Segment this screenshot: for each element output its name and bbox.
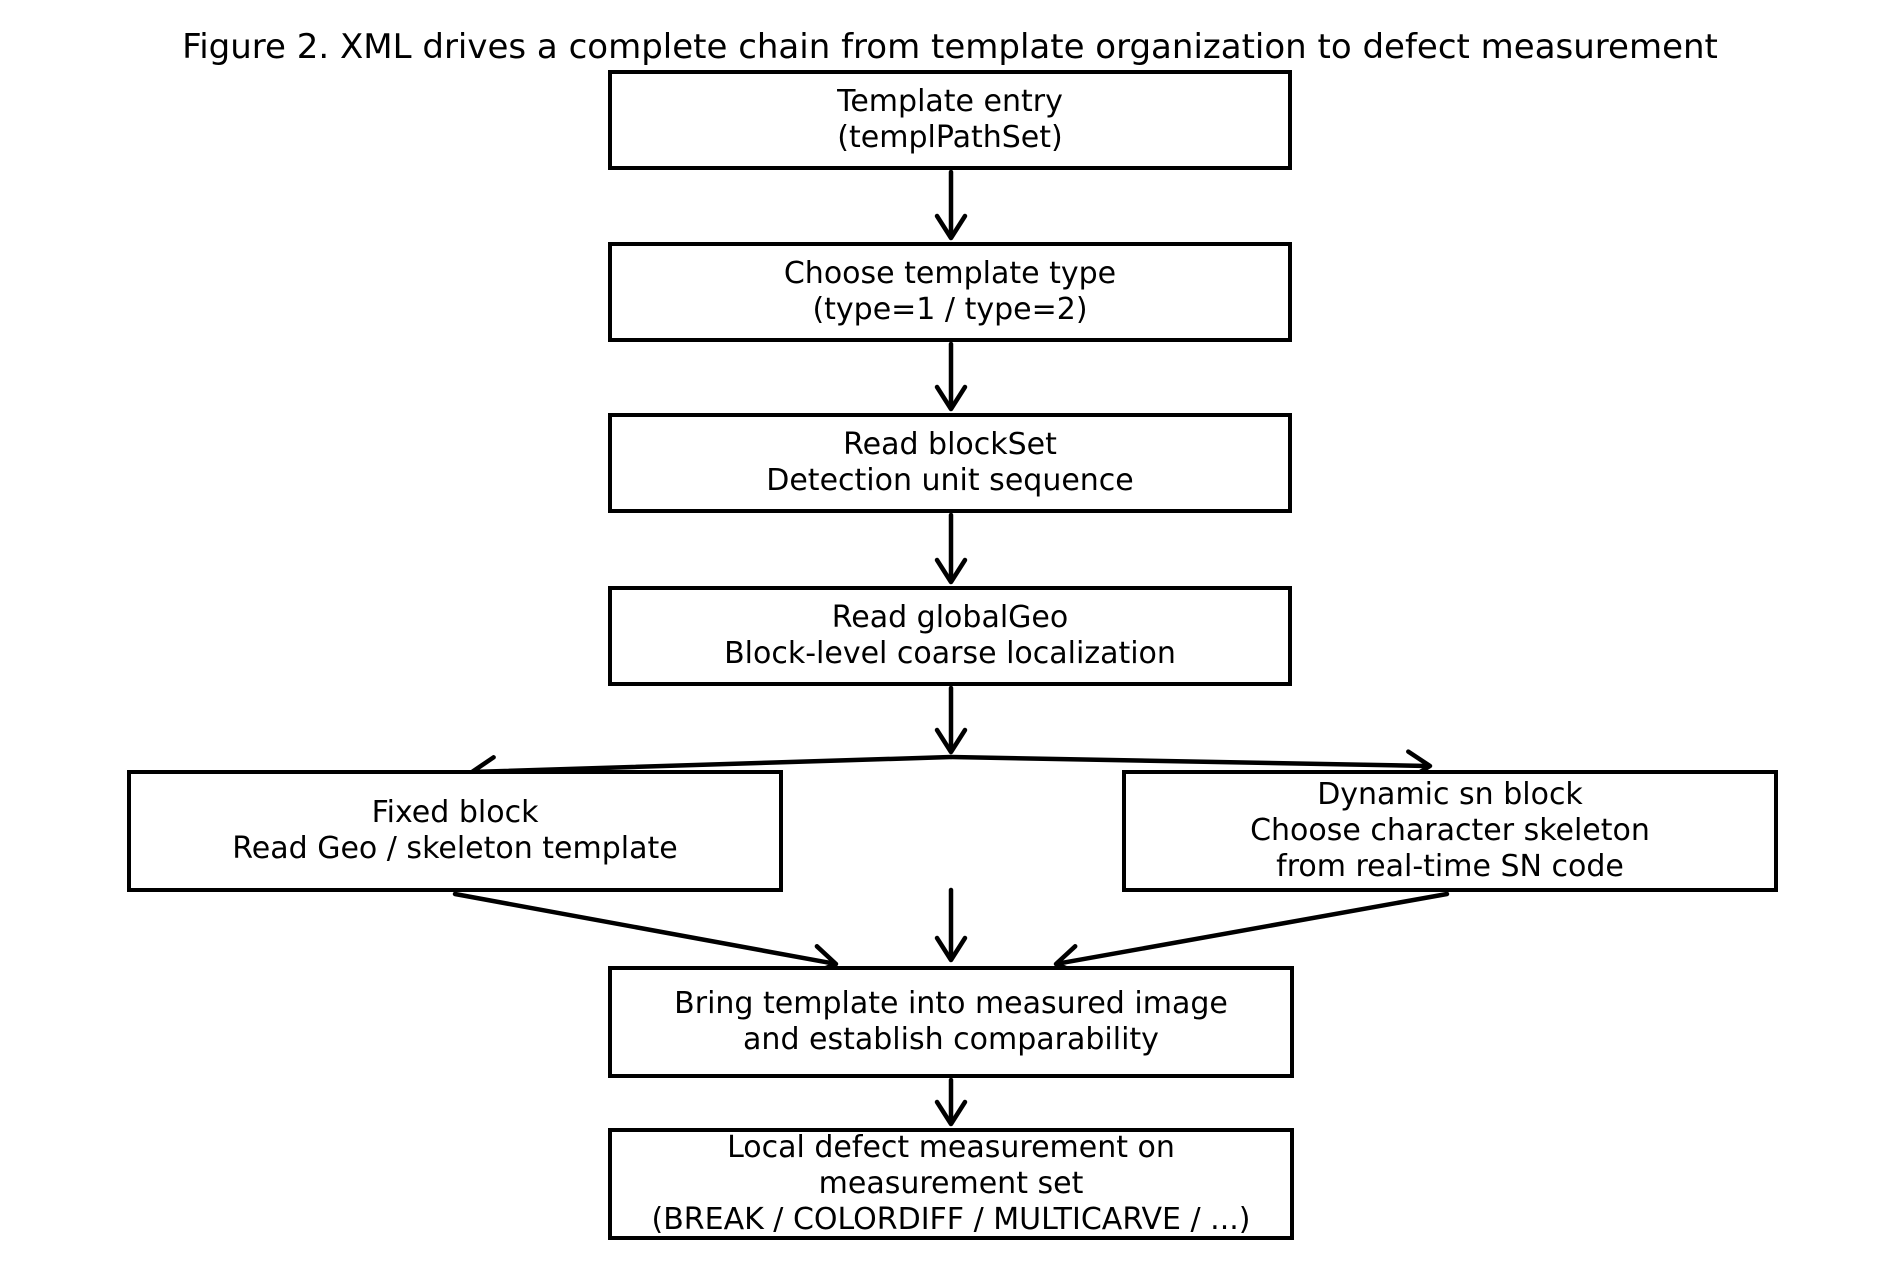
arrowhead bbox=[934, 727, 968, 755]
arrow-fixed-block-to-bring-template bbox=[452, 891, 839, 977]
node-text-line: Template entry bbox=[837, 84, 1063, 119]
arrow-template-entry-to-choose-template-type bbox=[934, 169, 968, 241]
arrowhead bbox=[934, 213, 968, 241]
node-text-line: (BREAK / COLORDIFF / MULTICARVE / ...) bbox=[651, 1202, 1251, 1237]
arrow-bring-template-to-local-defect bbox=[934, 1077, 968, 1127]
node-text-line: Detection unit sequence bbox=[766, 463, 1134, 498]
node-text-line: Read globalGeo bbox=[831, 600, 1069, 635]
flow-node-template-entry: Template entry(templPathSet) bbox=[608, 70, 1292, 170]
arrowhead bbox=[934, 557, 968, 585]
arrowhead bbox=[934, 384, 968, 412]
arrow-read-globalgeo-to-split bbox=[934, 685, 968, 755]
arrow-dynamic-sn-block-to-bring-template bbox=[1053, 891, 1450, 977]
figure-title: Figure 2. XML drives a complete chain fr… bbox=[182, 27, 1718, 67]
node-text-line: (templPathSet) bbox=[837, 120, 1063, 155]
arrow-split-to-bring-template bbox=[934, 887, 968, 963]
node-text-line: from real-time SN code bbox=[1276, 849, 1624, 884]
arrow-choose-template-type-to-read-blockset bbox=[934, 341, 968, 412]
node-text-line: Block-level coarse localization bbox=[724, 636, 1176, 671]
node-text-line: Dynamic sn block bbox=[1317, 777, 1583, 812]
node-text-line: Read Geo / skeleton template bbox=[232, 831, 678, 866]
node-text-line: Read blockSet bbox=[843, 427, 1057, 462]
node-text-line: Fixed block bbox=[371, 795, 539, 830]
flow-node-choose-template-type: Choose template type(type=1 / type=2) bbox=[608, 242, 1292, 342]
node-text-line: Choose character skeleton bbox=[1250, 813, 1650, 848]
node-text-line: (type=1 / type=2) bbox=[812, 292, 1088, 327]
arrowhead bbox=[934, 1099, 968, 1127]
node-text-line: Bring template into measured image bbox=[674, 986, 1228, 1021]
arrowhead bbox=[934, 935, 968, 963]
node-text-line: and establish comparability bbox=[743, 1022, 1159, 1057]
node-text-line: Choose template type bbox=[783, 256, 1117, 291]
node-text-line: measurement set bbox=[818, 1166, 1084, 1201]
arrow-read-blockset-to-read-globalgeo bbox=[934, 512, 968, 585]
node-text-line: Local defect measurement on bbox=[727, 1130, 1175, 1165]
